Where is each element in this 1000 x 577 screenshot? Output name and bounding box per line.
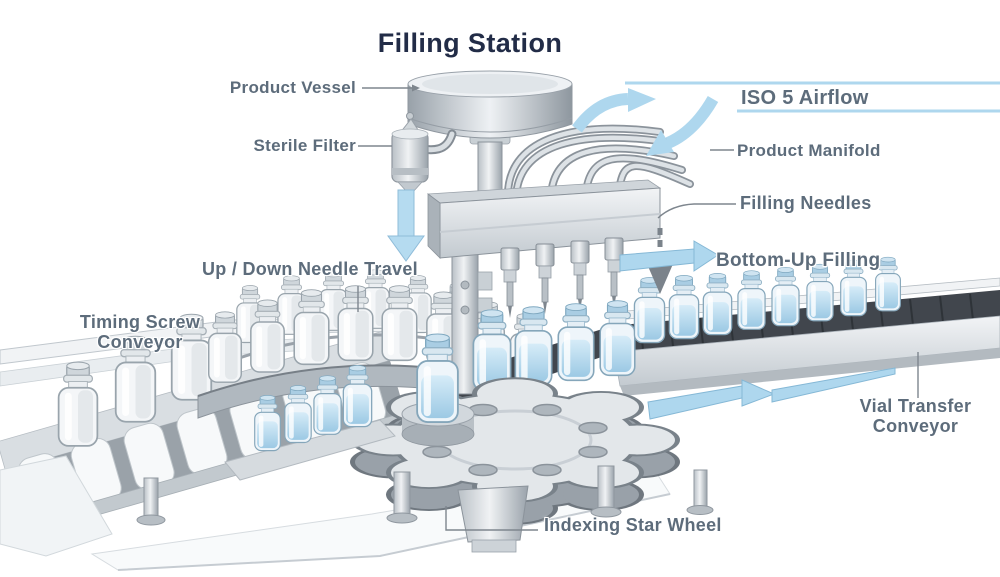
needle-travel-arrow-icon — [387, 189, 425, 262]
product-vessel — [407, 70, 573, 139]
sterile-filter — [391, 112, 429, 203]
page-title: Filling Station — [377, 28, 563, 58]
label-filling-needles: Filling Needles — [740, 193, 872, 213]
leader-lines — [357, 84, 919, 531]
conveyor-direction-arrow-icon — [647, 367, 896, 420]
label-vial-transfer-conveyor: Vial Transfer Conveyor — [859, 396, 972, 437]
filling-machine — [391, 70, 694, 395]
label-iso5-airflow: ISO 5 Airflow — [741, 87, 869, 109]
bottom-up-filling-arrows-icon — [619, 228, 719, 294]
indexing-star-wheel — [350, 333, 680, 553]
outfeed-rail — [224, 364, 396, 481]
label-bottom-up-filling: Bottom-Up Filling — [716, 250, 881, 271]
label-up-down-needle-travel: Up / Down Needle Travel — [202, 259, 418, 279]
iso5-airflow-arrows-icon — [572, 81, 1000, 156]
label-product-vessel: Product Vessel — [229, 78, 356, 97]
filling-needles — [500, 237, 624, 318]
label-product-manifold: Product Manifold — [737, 141, 881, 160]
label-sterile-filter: Sterile Filter — [253, 136, 356, 155]
label-indexing-star-wheel: Indexing Star Wheel — [544, 515, 722, 535]
label-timing-screw-conveyor: Timing Screw Conveyor — [79, 312, 201, 353]
